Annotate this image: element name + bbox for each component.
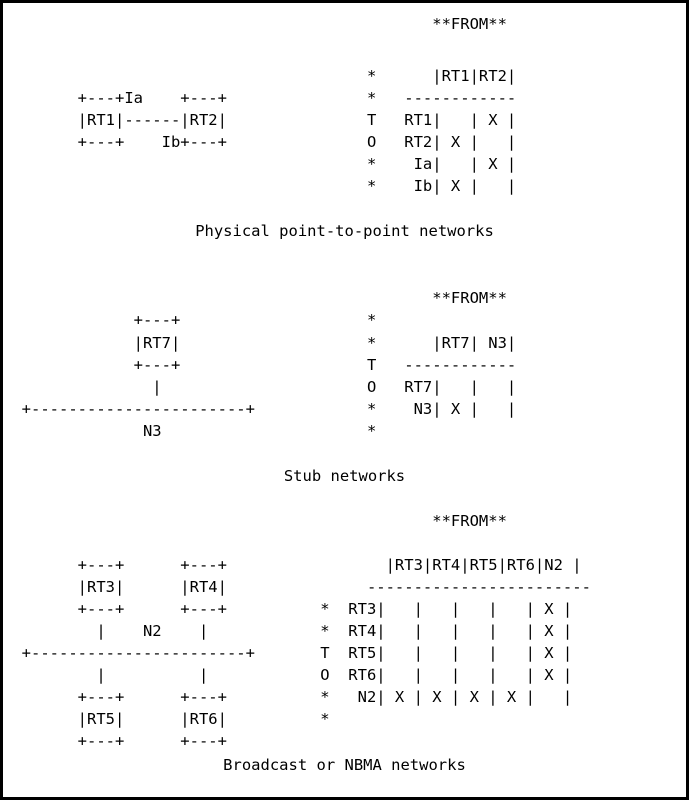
nbma-line: +---+ +---+ * RT3| | | | | X | [3,600,573,618]
p2p-line: |RT1|------|RT2| T RT1| | X | [3,111,517,129]
stub-line: N3 * [3,422,377,440]
nbma-matrix-header: +---+ +---+ |RT3|RT4|RT5|RT6|N2 | [3,556,582,574]
nbma-line: +---+ +---+ * N2| X | X | X | X | | [3,688,573,706]
stub-line: |RT7| * |RT7| N3| [3,334,517,352]
nbma-caption: Broadcast or NBMA networks [223,756,466,774]
nbma-line: | | O RT6| | | | | X | [3,666,573,684]
stub-line: +---+ T ------------ [3,356,517,374]
nbma-from-header: **FROM** [3,512,507,530]
nbma-line: |RT5| |RT6| * [3,710,330,728]
nbma-line: |RT3| |RT4| ------------------------ [3,578,591,596]
stub-line: +-----------------------+ * N3| X | | [3,400,517,418]
nbma-line: +-----------------------+ T RT5| | | | |… [3,644,573,662]
stub-from-header: **FROM** [3,289,507,307]
nbma-line: +---+ +---+ [3,732,227,750]
p2p-caption: Physical point-to-point networks [195,222,494,240]
nbma-line: | N2 | * RT4| | | | | X | [3,622,573,640]
stub-line: +---+ * [3,311,377,329]
stub-caption: Stub networks [283,467,406,485]
p2p-from-header: **FROM** [3,15,507,33]
p2p-matrix-row: * Ia| | X | [3,155,517,173]
p2p-line: +---+Ia +---+ * ------------ [3,89,517,107]
p2p-matrix-row: * Ib| X | | [3,177,517,195]
stub-line: | O RT7| | | [3,378,517,396]
p2p-matrix-header: * |RT1|RT2| [3,67,517,85]
p2p-line: +---+ Ib+---+ O RT2| X | | [3,133,517,151]
